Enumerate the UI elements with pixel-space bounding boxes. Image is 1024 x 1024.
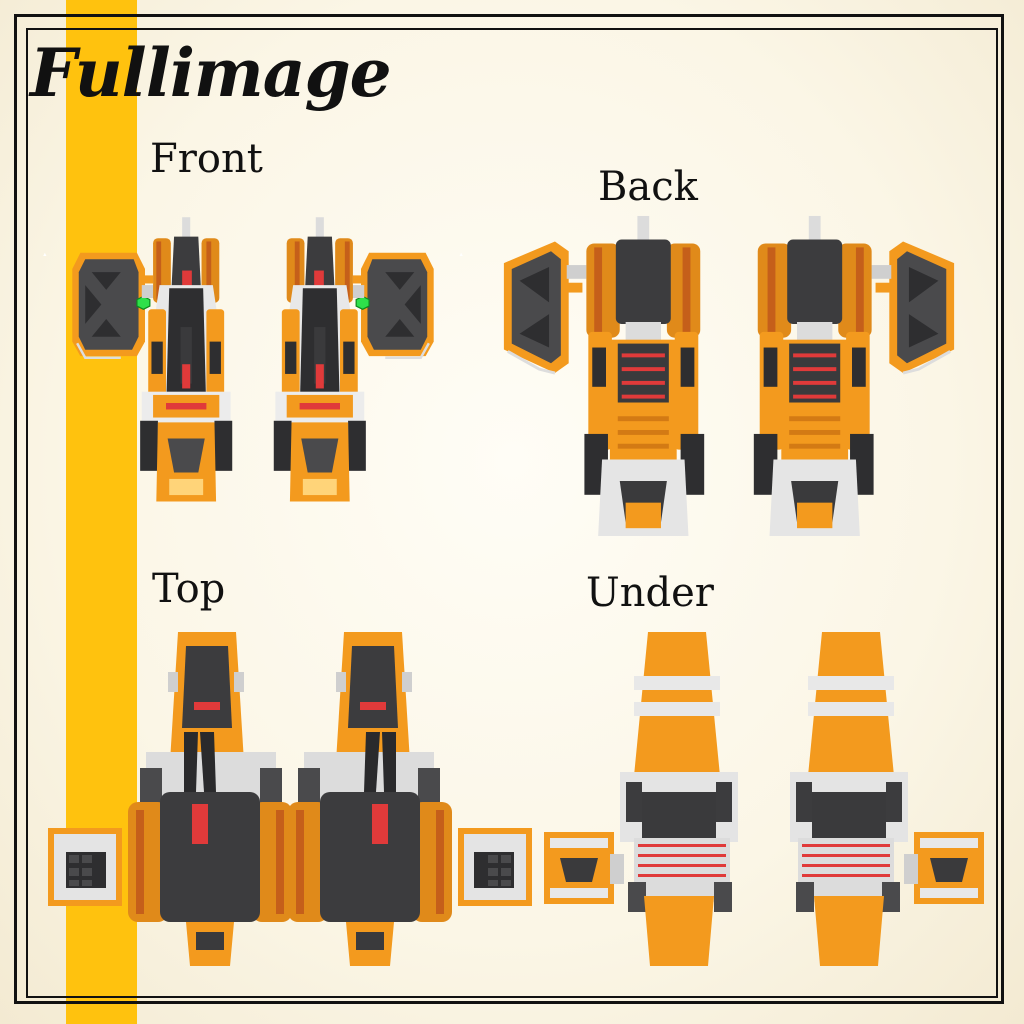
inner-frame-border	[26, 28, 998, 998]
top-view-model-right	[288, 632, 532, 966]
top-view-model-left	[48, 632, 292, 966]
label-top: Top	[152, 566, 226, 612]
under-view-model-right	[790, 632, 984, 966]
outer-frame-border	[14, 14, 1004, 1004]
label-front: Front	[150, 136, 263, 182]
front-view-model-left	[42, 216, 234, 503]
back-view-model-right	[752, 214, 956, 538]
label-back: Back	[598, 164, 698, 210]
front-view-model-right	[272, 216, 464, 503]
sheet-title: Fullimage	[30, 34, 392, 112]
back-view-model-left	[502, 214, 706, 538]
label-under: Under	[586, 570, 714, 616]
under-view-model-left	[544, 632, 738, 966]
